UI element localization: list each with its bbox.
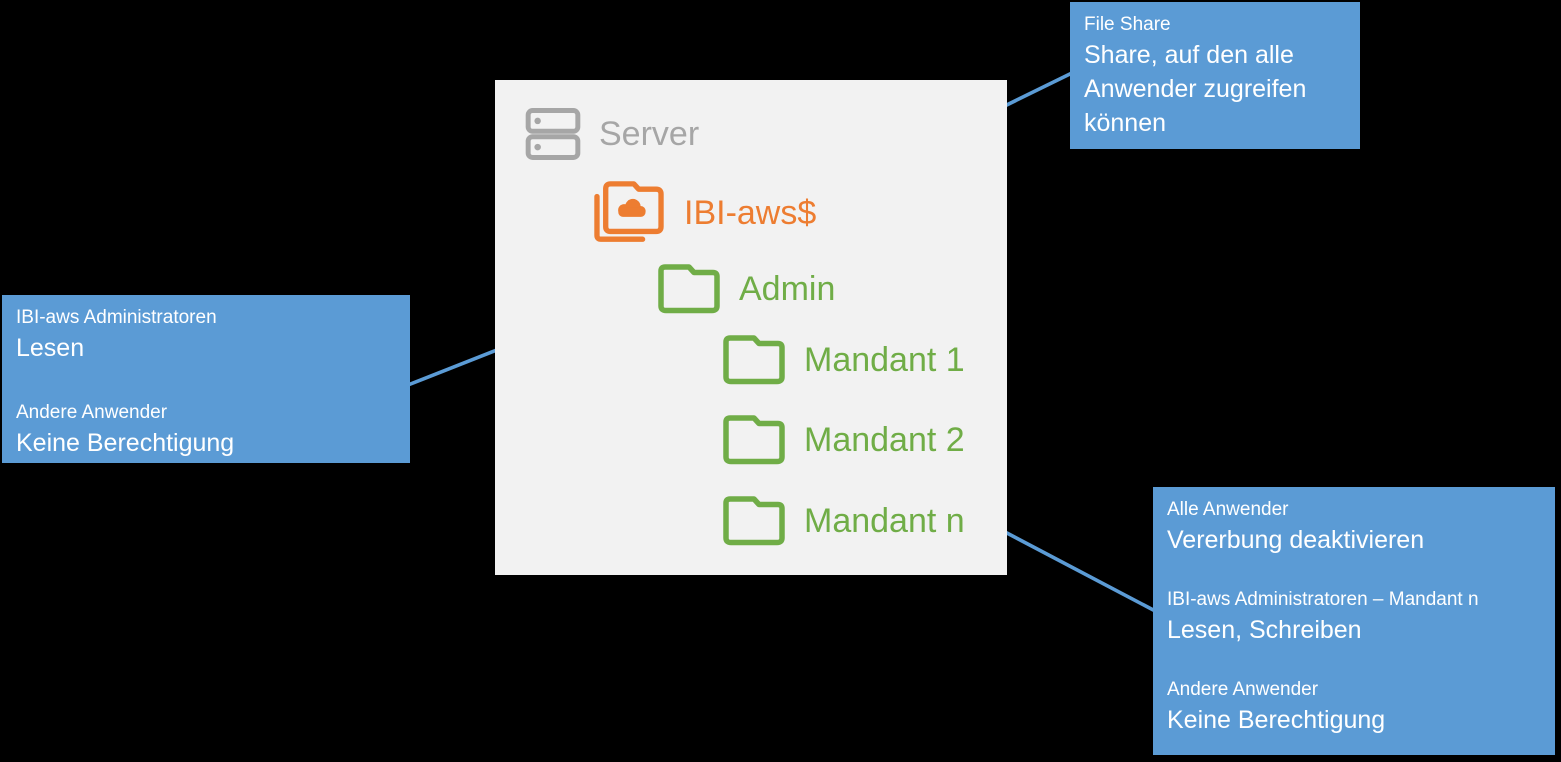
mandant-n-folder-icon	[723, 496, 785, 546]
callout-admin-perm2: Keine Berechtigung	[16, 429, 235, 457]
tree-row-mandant-1: Mandant 1	[722, 334, 965, 385]
server-label: Server	[599, 115, 700, 153]
admin-folder-label: Admin	[739, 269, 836, 308]
tree-row-server: Server	[525, 106, 699, 162]
mandant-1-folder-icon	[723, 335, 785, 385]
ibi-aws-share-label: IBI-aws$	[684, 194, 817, 232]
callout-mandant-group2: IBI-aws Administratoren – Mandant n	[1167, 589, 1479, 610]
tree-row-mandant-2: Mandant 2	[722, 414, 965, 465]
tree-row-ibi-aws-share: IBI-aws$	[592, 180, 816, 246]
mandant-n-folder-label: Mandant n	[804, 501, 965, 540]
tree-row-admin: Admin	[657, 263, 835, 314]
callout-mandant-spacer-1	[1167, 557, 1541, 586]
callout-file-share-title: File Share	[1084, 14, 1171, 35]
callout-admin-group2: Andere Anwender	[16, 402, 168, 423]
callout-mandant-group1: Alle Anwender	[1167, 499, 1289, 520]
callout-mandant-perm3: Keine Berechtigung	[1167, 706, 1386, 734]
callout-file-share-body: Share, auf den alle Anwender zugreifen k…	[1084, 41, 1307, 137]
callout-mandant-perm1: Vererbung deaktivieren	[1167, 526, 1425, 554]
callout-mandant-permissions: Alle Anwender Vererbung deaktivieren IBI…	[1153, 487, 1555, 755]
server-panel: Server IBI-aws$ Admin Mandant 1	[495, 80, 1007, 575]
mandant-2-folder-label: Mandant 2	[804, 420, 965, 459]
callout-file-share: File Share Share, auf den alle Anwender …	[1070, 2, 1360, 149]
admin-folder-icon	[658, 264, 720, 314]
tree-row-mandant-n: Mandant n	[722, 495, 965, 546]
server-icon	[525, 108, 581, 160]
mandant-2-folder-icon	[723, 415, 785, 465]
callout-mandant-perm2: Lesen, Schreiben	[1167, 616, 1362, 644]
callout-admin-permissions: IBI-aws Administratoren Lesen Andere Anw…	[2, 295, 410, 463]
callout-admin-perm1: Lesen	[16, 334, 85, 362]
callout-mandant-group3: Andere Anwender	[1167, 679, 1319, 700]
arrow-mandantpermissions-to-mandantn	[984, 520, 1160, 615]
callout-admin-spacer	[16, 365, 396, 399]
shared-cloud-folder-icon	[594, 181, 664, 242]
callout-mandant-spacer-2	[1167, 647, 1541, 676]
callout-admin-group1: IBI-aws Administratoren	[16, 307, 217, 328]
mandant-1-folder-label: Mandant 1	[804, 340, 965, 379]
